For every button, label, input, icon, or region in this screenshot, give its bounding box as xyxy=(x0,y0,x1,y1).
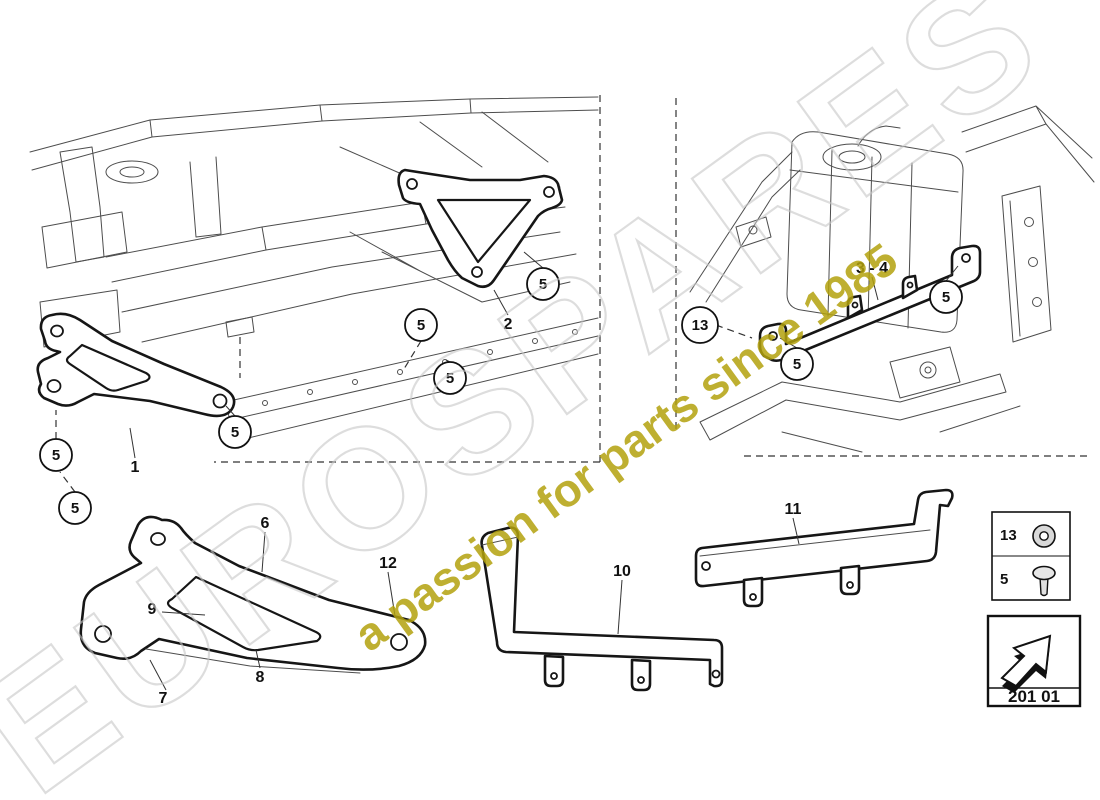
fuel-tank xyxy=(786,125,964,333)
callout-5-f-label: 5 xyxy=(539,276,547,293)
legend-item-13[interactable]: 13 xyxy=(1000,524,1056,548)
part-label-3-4[interactable]: 3 - 4 xyxy=(856,260,888,277)
right-chassis-view xyxy=(689,105,1095,453)
callout-5-b-label: 5 xyxy=(71,500,79,517)
legend-box: 13 5 xyxy=(991,511,1071,601)
bracket-main-bottom-left xyxy=(79,515,427,674)
part-label-10[interactable]: 10 xyxy=(613,563,631,580)
part-group-code: 201 01 xyxy=(1008,687,1060,706)
callout-13[interactable]: 13 xyxy=(681,306,719,344)
bracket-3-4 xyxy=(758,244,982,362)
part-label-8[interactable]: 8 xyxy=(256,669,265,686)
part-label-7[interactable]: 7 xyxy=(159,690,168,707)
part-label-1[interactable]: 1 xyxy=(131,459,140,476)
callout-5-h-label: 5 xyxy=(942,289,950,306)
callout-5-c-label: 5 xyxy=(231,424,239,441)
bracket-11 xyxy=(694,488,954,608)
callout-5-h[interactable]: 5 xyxy=(929,280,963,314)
screw-icon xyxy=(1032,565,1056,597)
bracket-10 xyxy=(480,526,724,692)
bracket-2 xyxy=(397,168,564,289)
part-label-6[interactable]: 6 xyxy=(261,515,270,532)
callout-5-g-label: 5 xyxy=(793,356,801,373)
callout-5-d[interactable]: 5 xyxy=(404,308,438,342)
part-label-12[interactable]: 12 xyxy=(379,555,397,572)
arrow-icon xyxy=(1000,634,1052,693)
callout-5-g[interactable]: 5 xyxy=(780,347,814,381)
callout-5-c[interactable]: 5 xyxy=(218,415,252,449)
callout-5-a-label: 5 xyxy=(52,447,60,464)
legend-item-5[interactable]: 5 xyxy=(1000,565,1056,597)
callout-5-a[interactable]: 5 xyxy=(39,438,73,472)
legend-item-13-number: 13 xyxy=(1000,527,1017,544)
bracket-1 xyxy=(36,312,236,418)
view-boundary-dashes xyxy=(214,95,1090,463)
watermark-tagline-text: a passion for parts since 1985 xyxy=(345,233,907,661)
part-label-2[interactable]: 2 xyxy=(504,316,513,333)
callout-5-e[interactable]: 5 xyxy=(433,361,467,395)
part-label-11[interactable]: 11 xyxy=(785,501,802,518)
callout-5-f[interactable]: 5 xyxy=(526,267,560,301)
legend-item-5-number: 5 xyxy=(1000,571,1008,588)
part-label-9[interactable]: 9 xyxy=(148,601,157,618)
callout-5-b[interactable]: 5 xyxy=(58,491,92,525)
washer-icon xyxy=(1032,524,1056,548)
callout-13-label: 13 xyxy=(692,317,709,334)
callout-5-d-label: 5 xyxy=(417,317,425,334)
callout-5-e-label: 5 xyxy=(446,370,454,387)
part-group-box[interactable]: 201 01 xyxy=(986,614,1082,708)
